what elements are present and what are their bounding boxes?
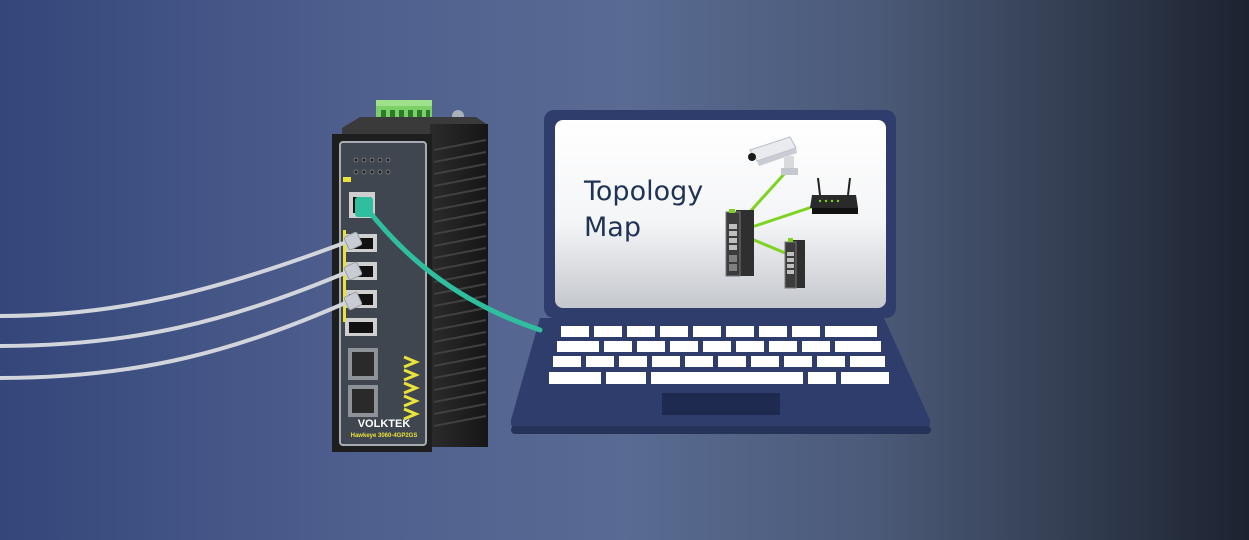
wireless-router-icon xyxy=(810,177,858,214)
switch-icon xyxy=(784,238,805,289)
rj45-plugs xyxy=(343,231,363,311)
console-plug xyxy=(355,197,373,217)
ip-camera-icon xyxy=(748,136,798,175)
sfp-ports xyxy=(348,348,378,417)
network-cables xyxy=(0,238,354,380)
screen-title-line2: Map xyxy=(584,212,641,243)
brand-logo-mark xyxy=(403,355,420,421)
model-name: Hawkeye 3060-4GP2GS xyxy=(351,433,418,439)
topology-links xyxy=(746,170,814,257)
laptop-base-shadow xyxy=(511,426,931,434)
keyboard xyxy=(549,326,889,384)
console-link-cable xyxy=(365,207,543,333)
brand-name: VOLKTEK xyxy=(358,418,411,430)
laptop xyxy=(510,110,931,434)
screen-title-line1: Topology xyxy=(584,176,704,207)
touchpad xyxy=(662,393,780,415)
screen-title: Topology Map xyxy=(584,174,703,246)
switch-icon xyxy=(725,209,754,277)
status-leds xyxy=(353,157,391,175)
